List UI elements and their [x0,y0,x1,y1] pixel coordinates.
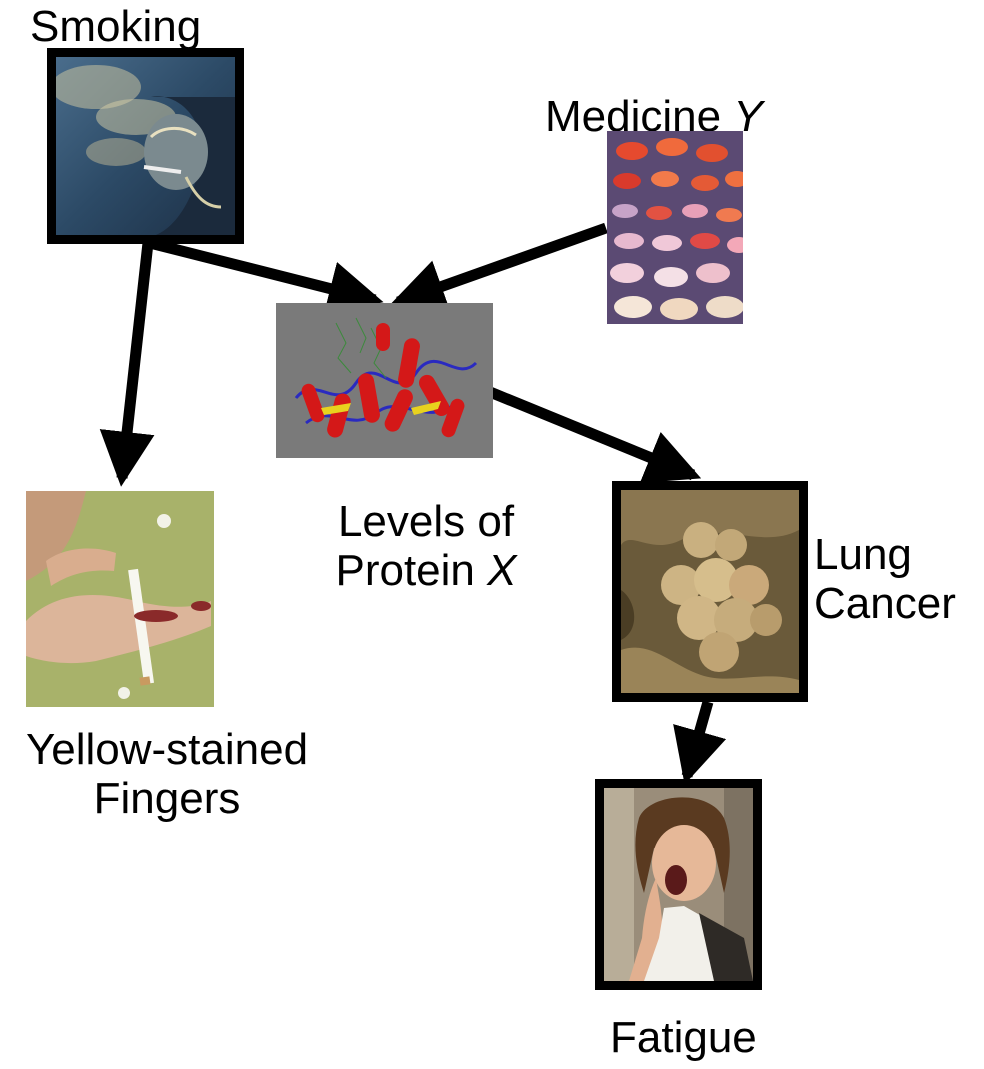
protein-structure-art [276,303,493,458]
lung-cancer-cells-photo-art [621,490,799,693]
fatigue-label: Fatigue [610,1013,757,1062]
arrow-smoking-to-protein [150,243,375,300]
arrow-medicine-to-protein [398,228,606,302]
lung-cancer-cells-photo [612,481,808,702]
lung-cancer-label-line1: Lung [814,530,956,579]
protein-label-line2: Protein X [318,546,534,595]
fingers-label-line1: Yellow-stained [0,725,334,774]
stained-fingers-photo-art [26,491,214,707]
pills-photo [607,131,743,324]
smoking-label: Smoking [30,2,201,51]
yawning-person-photo-art [604,788,753,981]
protein-label-line1: Levels of [318,497,534,546]
protein-label-variable: X [487,546,516,595]
arrow-protein-to-cancer [490,392,693,475]
stained-fingers-photo [26,491,214,707]
arrow-smoking-to-fingers [122,243,148,478]
yawning-person-photo [595,779,762,990]
fingers-label-line2: Fingers [0,774,334,823]
smoking-photo-art [56,57,235,235]
pills-photo-art [607,131,743,324]
lung-cancer-label: Lung Cancer [814,530,956,629]
protein-structure [276,303,493,458]
arrow-cancer-to-fatigue [687,702,708,776]
smoking-photo [47,48,244,244]
fingers-label: Yellow-stained Fingers [0,725,334,824]
lung-cancer-label-line2: Cancer [814,579,956,628]
protein-label-prefix: Protein [335,546,474,595]
protein-label: Levels of Protein X [318,497,534,596]
